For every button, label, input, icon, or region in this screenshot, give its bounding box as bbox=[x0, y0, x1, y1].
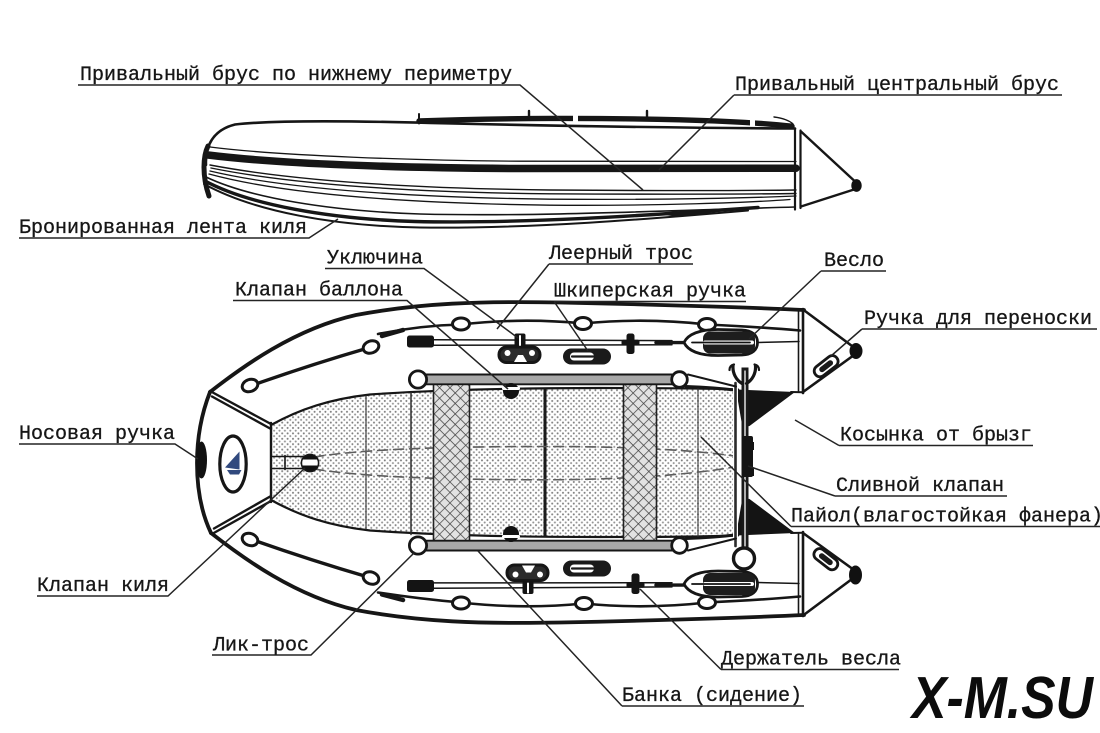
svg-text:Держатель весла: Держатель весла bbox=[721, 649, 901, 672]
svg-text:Лик-трос: Лик-трос bbox=[212, 635, 309, 658]
svg-text:Привальный брус по нижнему пер: Привальный брус по нижнему периметру bbox=[80, 64, 512, 87]
svg-text:Пайол(влагостойкая фанера): Пайол(влагостойкая фанера) bbox=[791, 506, 1100, 529]
svg-text:X-M.SU: X-M.SU bbox=[909, 665, 1094, 731]
svg-text:Носовая ручка: Носовая ручка bbox=[19, 423, 175, 446]
svg-text:Леерный трос: Леерный трос bbox=[548, 243, 693, 266]
svg-text:Клапан киля: Клапан киля bbox=[37, 575, 169, 598]
svg-text:Уключина: Уключина bbox=[327, 248, 423, 271]
svg-text:Косынка от брызг: Косынка от брызг bbox=[840, 425, 1032, 448]
svg-text:Весло: Весло bbox=[824, 250, 884, 273]
svg-text:Бронированная лента киля: Бронированная лента киля bbox=[19, 217, 307, 240]
svg-text:Ручка для переноски: Ручка для переноски bbox=[864, 308, 1092, 331]
svg-text:Банка (сидение): Банка (сидение) bbox=[622, 685, 802, 708]
svg-text:Шкиперская ручка: Шкиперская ручка bbox=[554, 281, 746, 304]
svg-text:Сливной клапан: Сливной клапан bbox=[836, 475, 1004, 498]
svg-text:Привальный центральный брус: Привальный центральный брус bbox=[735, 74, 1059, 97]
svg-text:Клапан баллона: Клапан баллона bbox=[235, 280, 403, 303]
